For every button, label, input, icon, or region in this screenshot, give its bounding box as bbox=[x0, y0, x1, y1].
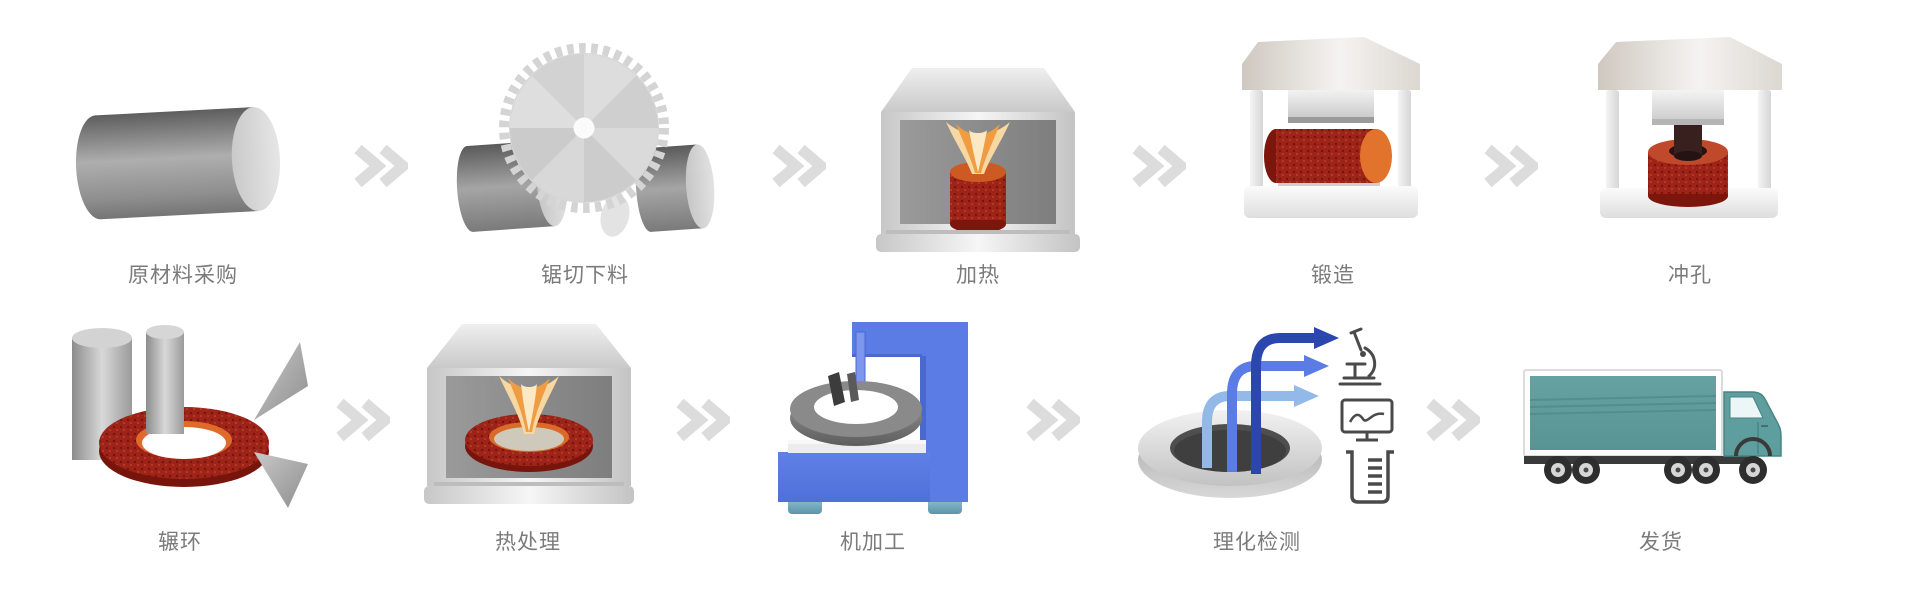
step-label: 辗环 bbox=[158, 531, 202, 554]
delivery-truck-icon bbox=[1523, 369, 1782, 484]
inspection-ring-icon bbox=[1138, 327, 1394, 504]
heat-treatment-furnace-icon bbox=[424, 324, 634, 504]
monitor-chart-icon bbox=[1340, 398, 1394, 442]
ring-rolling-icon bbox=[72, 325, 308, 508]
punching-press-icon bbox=[1598, 37, 1782, 218]
step-label: 热处理 bbox=[495, 531, 561, 554]
step-label: 锻造 bbox=[1311, 264, 1355, 287]
double-chevron-right-icon bbox=[772, 144, 826, 188]
machining-lathe-icon bbox=[778, 322, 968, 514]
double-chevron-right-icon bbox=[676, 398, 730, 442]
double-chevron-right-icon bbox=[354, 144, 408, 188]
step-label: 冲孔 bbox=[1668, 264, 1712, 287]
step-label: 理化检测 bbox=[1213, 531, 1301, 554]
heating-furnace-icon bbox=[876, 68, 1080, 252]
double-chevron-right-icon bbox=[336, 398, 390, 442]
double-chevron-right-icon bbox=[1426, 398, 1480, 442]
step-label: 发货 bbox=[1639, 531, 1683, 554]
beaker-icon bbox=[1346, 450, 1394, 504]
truck-wheels bbox=[1544, 456, 1767, 484]
step-label: 原材料采购 bbox=[128, 264, 238, 287]
microscope-icon bbox=[1338, 327, 1382, 386]
forging-press-icon bbox=[1242, 37, 1420, 218]
step-label: 锯切下料 bbox=[541, 264, 629, 287]
double-chevron-right-icon bbox=[1026, 398, 1080, 442]
double-chevron-right-icon bbox=[1484, 144, 1538, 188]
step-label: 机加工 bbox=[840, 531, 906, 554]
circular-saw-cutting-icon bbox=[456, 43, 715, 237]
double-chevron-right-icon bbox=[1132, 144, 1186, 188]
steel-bar-icon bbox=[75, 107, 281, 220]
step-label: 加热 bbox=[956, 264, 1000, 287]
